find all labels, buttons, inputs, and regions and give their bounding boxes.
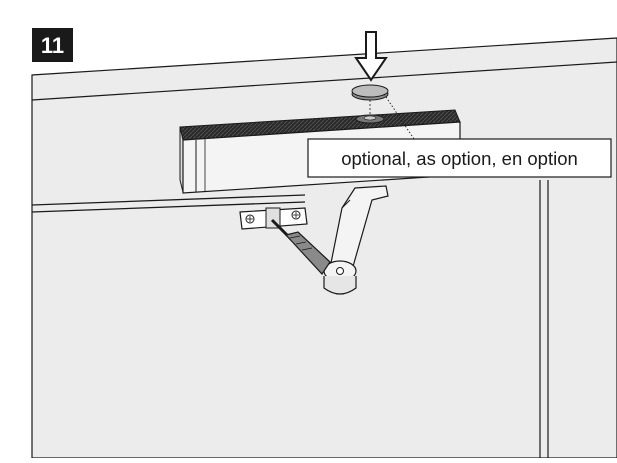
- callout-text: optional, as option, en option: [341, 148, 578, 169]
- down-arrow-icon: [354, 31, 388, 82]
- door-panel: [31, 37, 617, 459]
- door-frame: [31, 180, 549, 458]
- step-number: 11: [41, 33, 64, 58]
- cover-cap: [351, 84, 389, 114]
- screwdriver: [270, 218, 331, 275]
- step-badge: 11: [32, 28, 73, 62]
- callout-box: optional, as option, en option: [307, 138, 612, 178]
- callout-leader: [383, 93, 417, 143]
- frame-bracket: [239, 207, 308, 230]
